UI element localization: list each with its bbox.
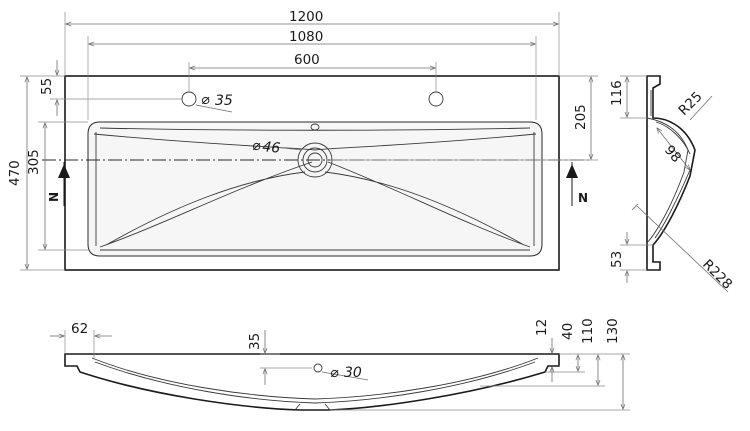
front-section: ⌀ 30 62 35 12 40 110 130 — [50, 318, 630, 411]
side-section: 116 R25 98 53 R228 — [609, 75, 735, 293]
top-view: 46 ⌀ ⌀ 35 1200 1080 600 470 305 55 — [7, 9, 598, 271]
tap-spacing-label: 600 — [294, 52, 320, 68]
depth-110-label: 110 — [580, 318, 596, 344]
section-marker-right: N — [566, 162, 588, 206]
front-profile-hatch — [94, 361, 536, 411]
rim-thickness-label: 12 — [534, 319, 550, 336]
upper-radius-label: R25 — [676, 89, 706, 119]
tap-hole-left — [181, 91, 197, 107]
front-profile-inner — [91, 357, 539, 400]
overall-width-label: 1200 — [289, 9, 323, 25]
diagonal-label: 98 — [661, 142, 684, 165]
front-drain-hole — [313, 363, 323, 373]
front-profile-outer — [64, 353, 560, 411]
drain-offset-label: 205 — [573, 104, 589, 130]
section-letter-right: N — [578, 191, 588, 205]
diameter-symbol-2: ⌀ — [201, 92, 210, 108]
tap-hole-diameter-label: 35 — [215, 93, 233, 109]
front-drain-diameter-label: 30 — [344, 365, 362, 381]
front-drain-offset-label: 35 — [247, 333, 263, 350]
tap-offset-label: 55 — [39, 78, 55, 95]
drain — [297, 123, 333, 178]
section-letter-left: N — [47, 192, 61, 202]
drain-diameter-label: 46 — [262, 139, 281, 157]
basin-slope-curves — [99, 161, 531, 248]
diameter-symbol-3: ⌀ — [330, 365, 339, 381]
rim-width-label: 62 — [71, 321, 88, 337]
side-top-height-label: 116 — [609, 80, 625, 106]
overall-depth-label: 470 — [7, 160, 23, 186]
lower-radius-label: R228 — [699, 257, 735, 293]
edge-height-label: 40 — [560, 323, 576, 340]
basin-width-label: 1080 — [289, 29, 323, 45]
depth-130-label: 130 — [605, 318, 621, 344]
basin-depth-label: 305 — [26, 149, 42, 175]
basin-outline — [87, 121, 543, 257]
side-profile-outer — [646, 75, 696, 271]
diameter-symbol-1: ⌀ — [252, 138, 261, 154]
section-marker-left: N — [47, 162, 70, 206]
side-bottom-height-label: 53 — [609, 251, 625, 268]
basin-front-slope — [93, 133, 537, 151]
tap-hole-right — [428, 91, 444, 107]
